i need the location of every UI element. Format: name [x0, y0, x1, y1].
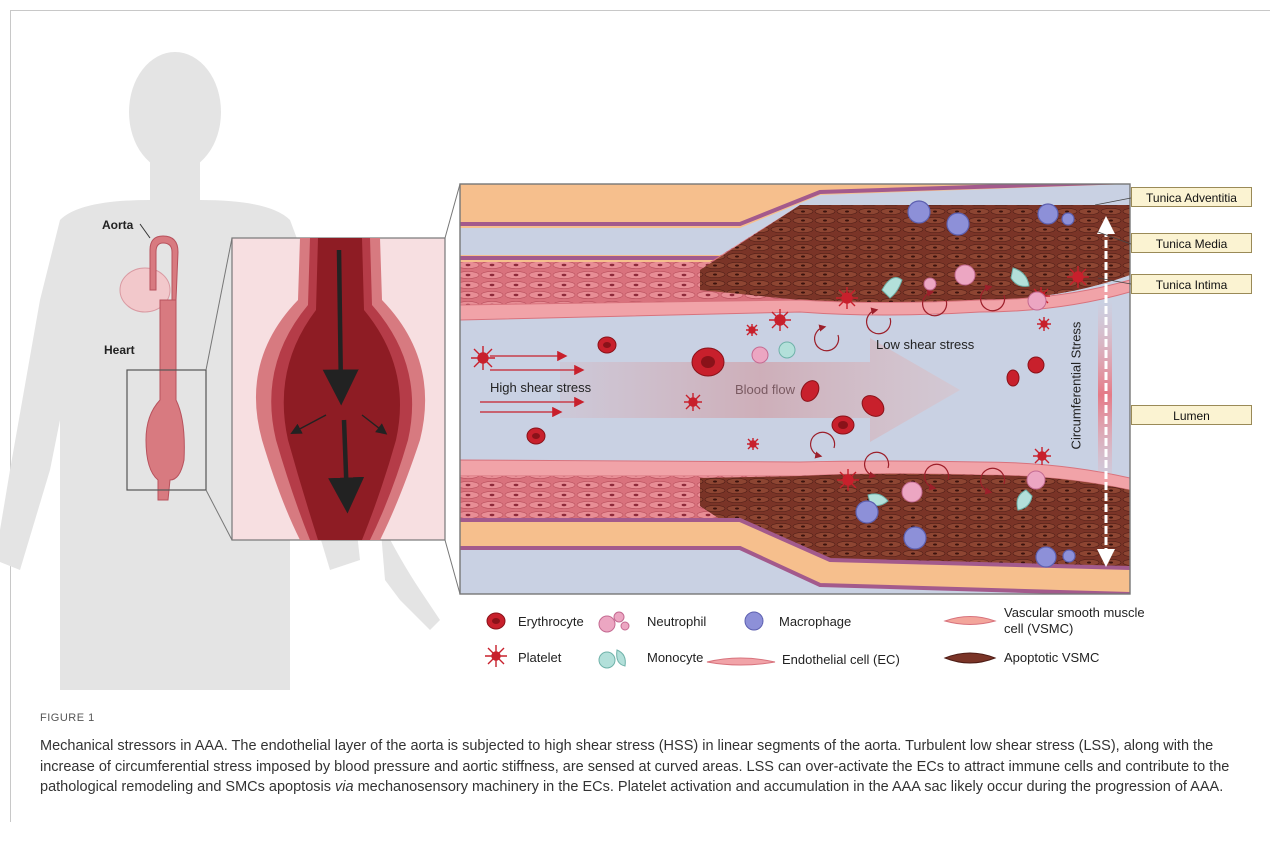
- legend-erythrocyte: Erythrocyte: [518, 614, 584, 629]
- circumferential-stress-label: Circumferential Stress: [1069, 311, 1084, 461]
- tunica-media-label: Tunica Media: [1131, 233, 1252, 253]
- legend-endothelial: Endothelial cell (EC): [782, 652, 900, 667]
- tunica-adventitia-label: Tunica Adventitia: [1131, 187, 1252, 207]
- figure-label: FIGURE 1: [40, 712, 95, 724]
- blood-flow-label: Blood flow: [735, 382, 795, 397]
- aneurysm-zoom: [232, 238, 445, 540]
- high-shear-label: High shear stress: [490, 380, 591, 395]
- figure-illustration: [0, 0, 1282, 700]
- heart-label: Heart: [104, 343, 135, 357]
- legend-neutrophil: Neutrophil: [647, 614, 706, 629]
- legend-vsmc-line1: Vascular smooth muscle: [1004, 605, 1145, 620]
- legend-platelet: Platelet: [518, 650, 561, 665]
- legend-macrophage: Macrophage: [779, 614, 851, 629]
- caption-italic: via: [335, 779, 354, 795]
- figure-caption: Mechanical stressors in AAA. The endothe…: [40, 736, 1262, 798]
- legend-vsmc-line2: cell (VSMC): [1004, 621, 1073, 636]
- lumen-label: Lumen: [1131, 405, 1252, 425]
- legend-monocyte: Monocyte: [647, 650, 703, 665]
- aorta-label: Aorta: [102, 218, 133, 232]
- caption-text-2: mechanosensory machinery in the ECs. Pla…: [354, 779, 1224, 795]
- legend-apoptotic: Apoptotic VSMC: [1004, 650, 1099, 665]
- low-shear-label: Low shear stress: [876, 337, 974, 352]
- tunica-intima-label: Tunica Intima: [1131, 274, 1252, 294]
